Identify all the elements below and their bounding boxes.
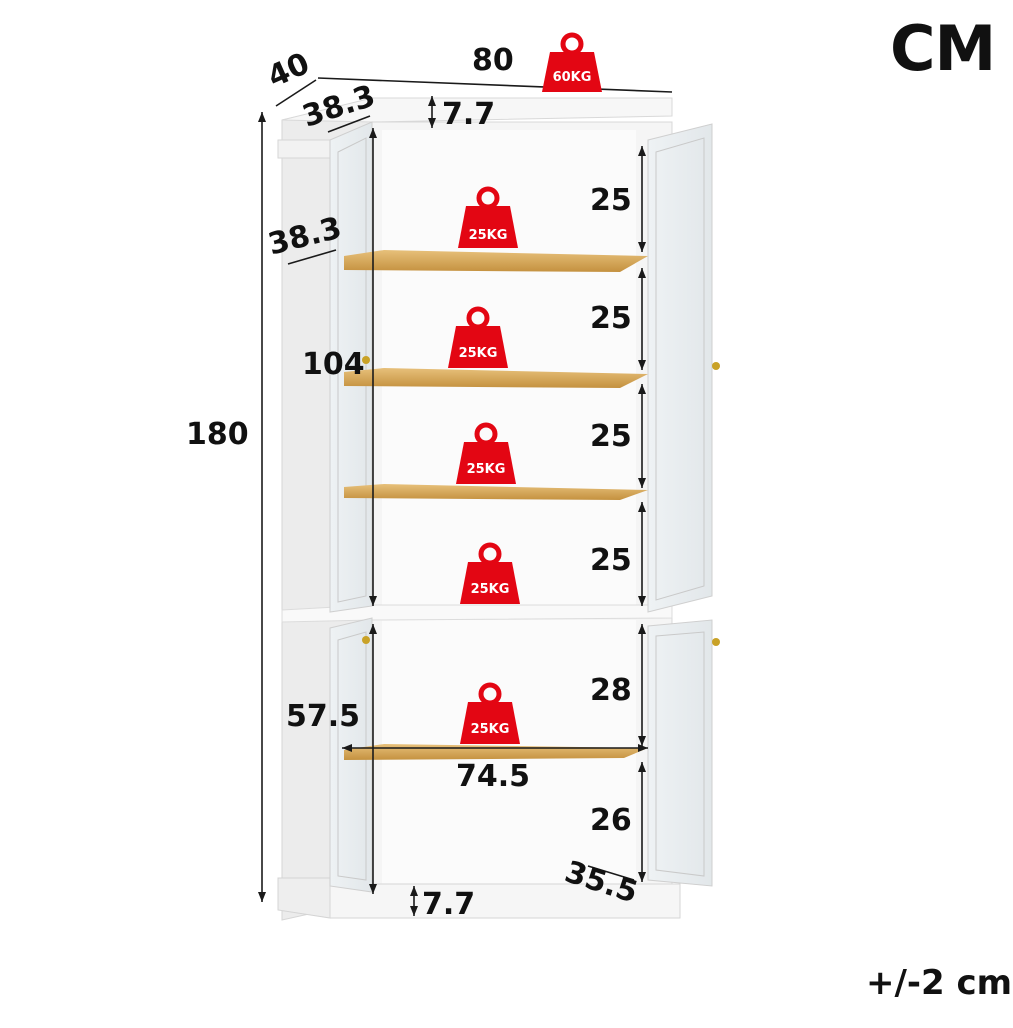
- weight-icon: [448, 306, 508, 368]
- weight-label-shelf-2: 25KG: [458, 346, 498, 361]
- shelf-gap-3-label: 25: [590, 419, 632, 454]
- shelf-width-label: 74.5: [456, 759, 531, 794]
- weight-label-top: 60KG: [552, 70, 592, 85]
- total-height-label: 180: [186, 417, 249, 452]
- knob: [362, 636, 370, 644]
- door-knobs: [362, 356, 720, 646]
- tolerance-label: +/-2 cm: [866, 963, 1013, 1003]
- dimension-lines: [261, 77, 673, 916]
- bottom-gap-label: 7.7: [422, 887, 476, 922]
- knob: [712, 638, 720, 646]
- upper-door-height-label: 104: [302, 347, 365, 382]
- weight-label-shelf-5: 25KG: [470, 722, 510, 737]
- weight-icon: [542, 32, 602, 92]
- weight-label-shelf-3: 25KG: [466, 462, 506, 477]
- width-label: 80: [472, 43, 514, 78]
- weight-icons: [448, 32, 602, 744]
- weight-icon: [460, 682, 520, 744]
- knob: [362, 356, 370, 364]
- top-gap-label: 7.7: [442, 97, 496, 132]
- shelf: [344, 368, 648, 388]
- knob: [712, 362, 720, 370]
- shelf: [344, 484, 648, 500]
- right-doors: [647, 123, 713, 887]
- shelf-gap-4-label: 25: [590, 543, 632, 578]
- weight-label-shelf-4: 25KG: [470, 582, 510, 597]
- shelf-gap-1-label: 25: [590, 183, 632, 218]
- weight-icon: [460, 542, 520, 604]
- weight-label-shelf-1: 25KG: [468, 228, 508, 243]
- lower-door-height-label: 57.5: [286, 699, 361, 734]
- lower-gap-2-label: 26: [590, 803, 632, 838]
- dimension-arrowheads: [258, 96, 648, 916]
- weight-icon: [458, 186, 518, 248]
- lower-gap-1-label: 28: [590, 673, 632, 708]
- shelf-gap-2-label: 25: [590, 301, 632, 336]
- weight-icon: [456, 422, 516, 484]
- unit-label: CM: [890, 12, 996, 85]
- shelf: [344, 250, 648, 272]
